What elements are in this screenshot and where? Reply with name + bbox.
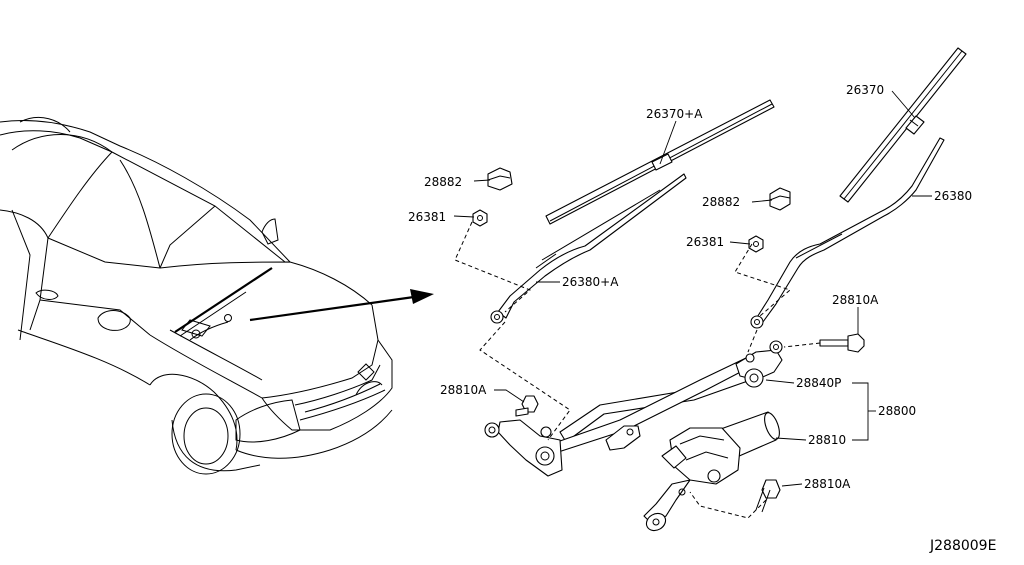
bolt-top-right [819, 333, 865, 353]
label-26380-a: 26380+A [562, 275, 619, 289]
label-26381-left: 26381 [408, 210, 446, 224]
label-28810: 28810 [808, 433, 846, 447]
label-28800: 28800 [878, 404, 916, 418]
leader-lines [453, 90, 932, 487]
part-labels: 26370+A 26370 28882 26381 26380+A 28882 … [408, 83, 996, 554]
assembly-lines [454, 221, 821, 519]
label-28840p: 28840P [796, 376, 841, 390]
label-26381-right: 26381 [686, 235, 724, 249]
label-28882-left: 28882 [424, 175, 462, 189]
direction-arrow [249, 289, 434, 322]
label-28810a-top-right: 28810A [832, 293, 879, 307]
cap-right [769, 187, 791, 211]
wiper-arm-right [750, 137, 945, 329]
bolt-bottom [755, 479, 781, 513]
label-26380: 26380 [934, 189, 972, 203]
nut-left [472, 209, 488, 227]
wiper-blade-right [839, 47, 967, 203]
label-28810a-bottom: 28810A [804, 477, 851, 491]
label-26370-a: 26370+A [646, 107, 703, 121]
wiper-motor [643, 411, 780, 532]
cap-left [487, 167, 513, 191]
car-illustration [0, 117, 393, 475]
label-28882-right: 28882 [702, 195, 740, 209]
wiper-arm-left [490, 173, 687, 324]
bolt-left [515, 395, 539, 417]
diagram-code: J288009E [929, 538, 996, 554]
label-28810a-left: 28810A [440, 383, 487, 397]
wiper-linkage [484, 340, 783, 477]
label-26370: 26370 [846, 83, 884, 97]
nut-right [748, 235, 764, 253]
